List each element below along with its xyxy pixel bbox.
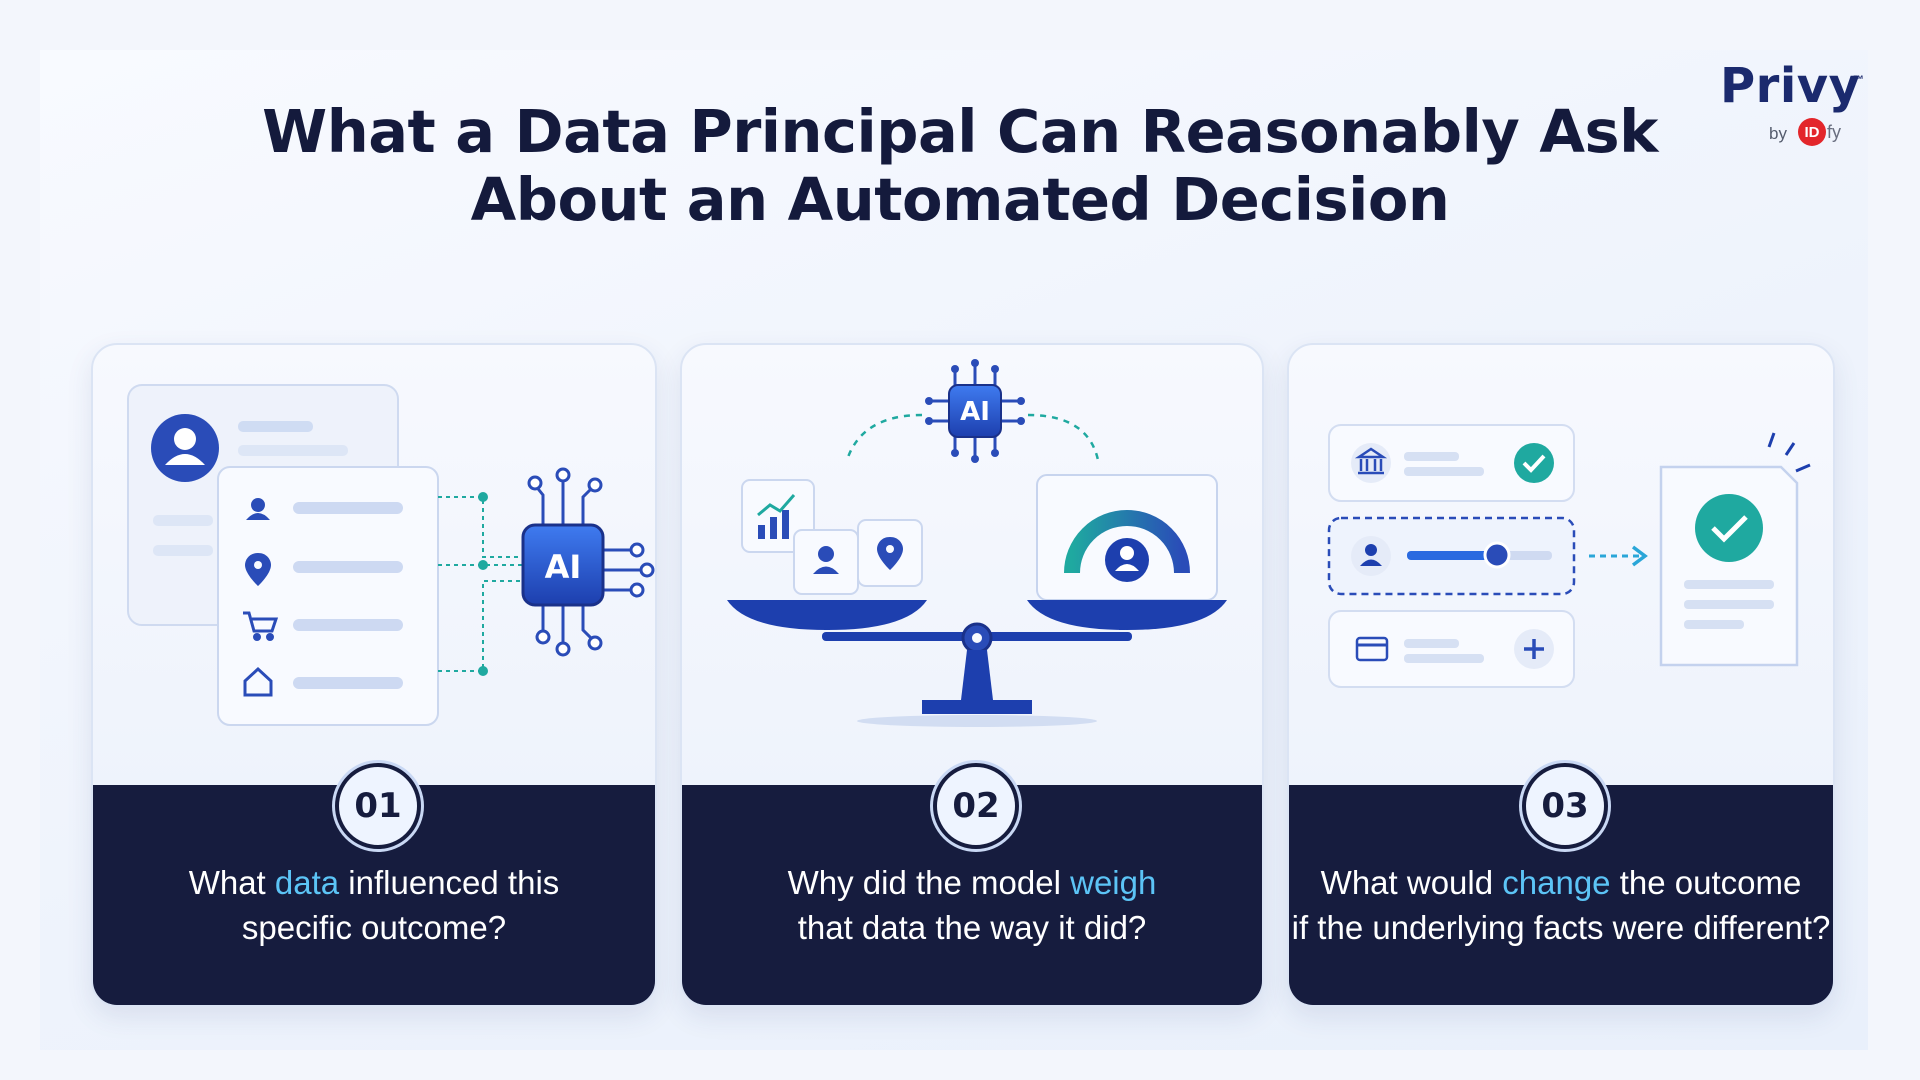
privy-logo: Privy ™ by ID fy — [1705, 58, 1875, 158]
highlight-word: change — [1502, 864, 1611, 901]
ai-chip-icon: AI — [521, 467, 655, 657]
idfy-text: fy — [1827, 121, 1842, 142]
cart-icon — [243, 611, 279, 641]
page-title: What a Data Principal Can Reasonably Ask… — [0, 98, 1920, 234]
card-1-question: What data influenced this specific outco… — [188, 864, 560, 946]
factor-row-user — [1327, 516, 1576, 596]
card-3-question: What would change the outcome if the und… — [1291, 864, 1831, 946]
card-model-weighing: AI — [680, 343, 1264, 1007]
step-number: 02 — [933, 763, 1019, 849]
gauge-icon — [1064, 510, 1190, 574]
check-icon — [1514, 443, 1554, 483]
logo-trademark: ™ — [1853, 74, 1864, 86]
title-line-2: About an Automated Decision — [470, 165, 1450, 234]
bank-icon — [1351, 443, 1391, 483]
user-icon — [246, 498, 270, 520]
title-line-1: What a Data Principal Can Reasonably Ask — [262, 97, 1658, 166]
ai-chip-icon: AI — [925, 359, 1025, 463]
plus-icon — [1514, 629, 1554, 669]
idfy-logo: ID fy — [1798, 118, 1841, 146]
card-icon — [1355, 636, 1389, 662]
location-pin-icon — [877, 537, 903, 570]
user-icon — [813, 546, 839, 574]
card-outcome-change: 03 What would change the outcome if the … — [1287, 343, 1835, 1007]
ai-chip-label: AI — [960, 397, 990, 427]
document-check-icon — [1659, 432, 1811, 667]
card-3-illustration — [1327, 424, 1811, 688]
logo-name: Privy — [1720, 58, 1861, 114]
highlight-word: weigh — [1070, 864, 1157, 901]
highlight-word: data — [274, 864, 340, 901]
card-data-influence: AI 01 What data influenced this specific… — [91, 343, 657, 1007]
left-pan-items — [741, 479, 923, 595]
card-2-question: Why did the model weigh that data the wa… — [787, 864, 1157, 946]
arrow-right-icon — [1589, 545, 1648, 567]
balance-scale-icon — [727, 600, 1227, 727]
step-number: 03 — [1522, 763, 1608, 849]
card-1-illustration: AI — [127, 384, 655, 726]
profile-panel-front — [217, 466, 439, 726]
idfy-mark: ID — [1798, 118, 1826, 146]
data-connectors — [438, 496, 523, 672]
factor-row-bank — [1328, 424, 1575, 502]
ai-chip-label: AI — [545, 548, 582, 586]
card-2-illustration: AI — [727, 359, 1227, 727]
chart-icon — [758, 510, 789, 539]
factor-row-card — [1328, 610, 1575, 688]
chip-connectors — [845, 413, 1100, 461]
location-pin-icon — [245, 553, 271, 586]
step-number: 01 — [335, 763, 421, 849]
home-icon — [243, 666, 273, 697]
slider-icon — [1407, 541, 1552, 569]
user-icon — [1351, 536, 1391, 576]
gauge-monitor — [1036, 474, 1218, 601]
logo-by: by — [1769, 124, 1787, 143]
